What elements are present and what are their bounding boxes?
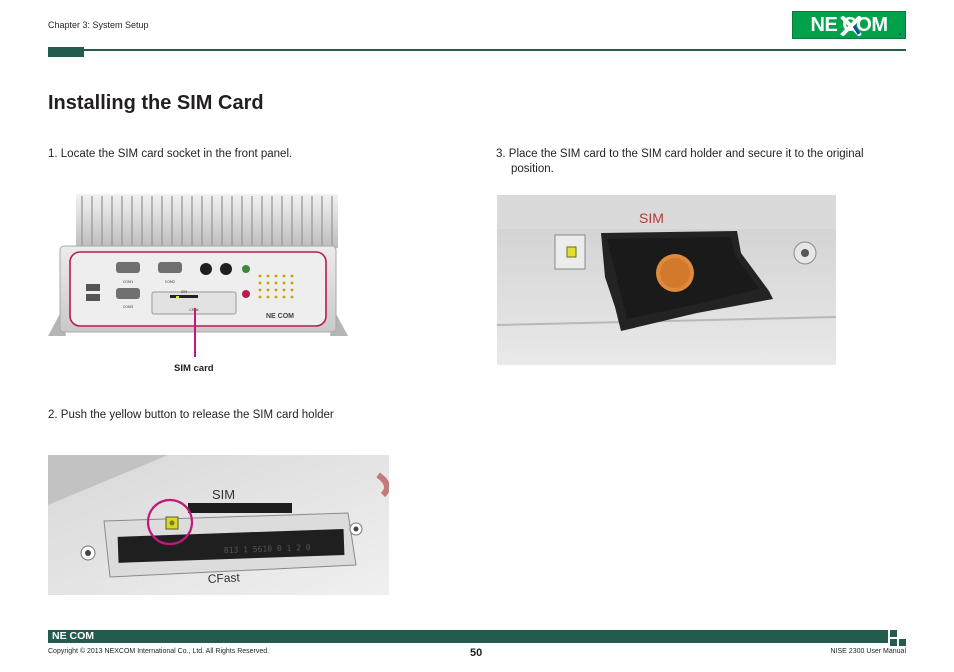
- step-1-text: 1. Locate the SIM card socket in the fro…: [48, 148, 293, 160]
- step-3-line-1: 3. Place the SIM card to the SIM card ho…: [496, 148, 864, 160]
- sim-label: SIM: [212, 487, 235, 502]
- com1-label: COM1: [123, 280, 133, 284]
- heatsink-fins: [76, 194, 338, 248]
- nexcom-logo: NE COM: [792, 11, 906, 39]
- logo-x-icon: [840, 16, 862, 36]
- sim-card-callout-label: SIM card: [174, 363, 214, 374]
- front-panel-photo: COM1 COM2 COM3 SIM CFast NE COM: [48, 190, 348, 340]
- sim-holder-photo: SIM: [497, 195, 836, 365]
- sim-label-red: SIM: [639, 210, 664, 226]
- footer-square-3: [899, 639, 906, 646]
- page-number: 50: [470, 647, 483, 659]
- footer-logo: NE COM: [52, 630, 94, 642]
- page-title: Installing the SIM Card: [48, 92, 264, 114]
- cfast-label: CFast: [207, 570, 240, 586]
- copyright-text: Copyright © 2013 NEXCOM International Co…: [48, 648, 270, 655]
- com2-label: COM2: [165, 280, 175, 284]
- header-rule-block: [48, 47, 84, 57]
- chapter-title: Chapter 3: System Setup: [48, 20, 149, 30]
- highlight-circle: [146, 498, 194, 546]
- panel-brand-label: NE COM: [266, 313, 294, 320]
- header-rule: [84, 49, 906, 51]
- sim-slot-label: SIM: [181, 290, 187, 294]
- step-3-line-2: position.: [511, 163, 554, 175]
- release-button-photo: SIM 813 1 5610 0 1 2 0 CFast: [48, 455, 389, 595]
- com3-label: COM3: [123, 305, 133, 309]
- step-3-text: 3. Place the SIM card to the SIM card ho…: [496, 147, 906, 177]
- footer-square-1: [890, 630, 897, 637]
- footer-bar: [48, 630, 888, 643]
- footer-square-2: [890, 639, 897, 646]
- logo-accent: [899, 33, 901, 35]
- sim-callout-line: [194, 308, 196, 357]
- step-2-text: 2. Push the yellow button to release the…: [48, 409, 334, 421]
- svg-text:813 1 5610 0 1 2 0: 813 1 5610 0 1 2 0: [224, 543, 311, 555]
- manual-name: NISE 2300 User Manual: [830, 648, 906, 655]
